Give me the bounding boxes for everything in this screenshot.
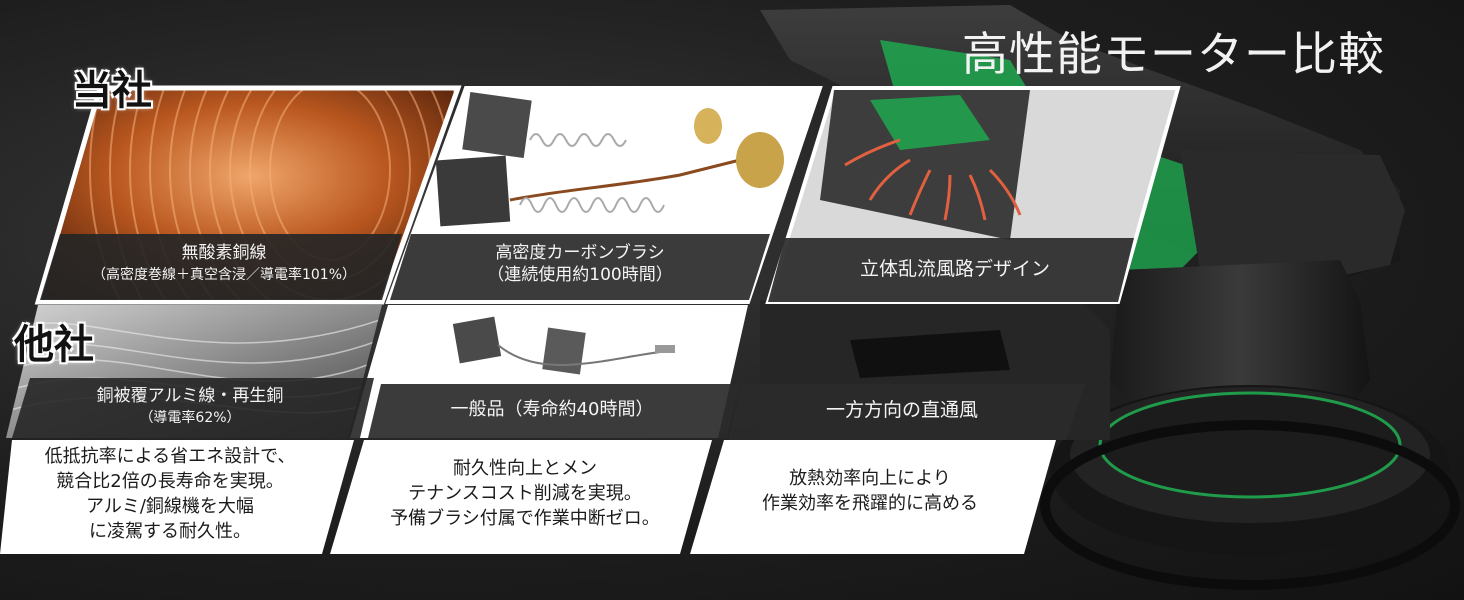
- ours-col2-label: 高密度カーボンブラシ （連続使用約100時間）: [487, 243, 673, 285]
- label-bar-ours-2: [390, 234, 770, 300]
- desc-panel-2: [330, 440, 712, 554]
- theirs-col1-label: 銅被覆アルミ線・再生銅 （導電率62%）: [96, 386, 284, 426]
- description-col1: 低抵抗率による省エネ設計で、 競合比2倍の長寿命を実現。 アルミ/銅線機を大幅 …: [44, 446, 296, 542]
- theirs-col2-label: 一般品（寿命約40時間）: [450, 399, 654, 420]
- label-bar-ours-3: [768, 238, 1134, 302]
- theirs-col3-label: 一方方向の直通風: [825, 399, 978, 421]
- label-bar-theirs-2: [368, 384, 740, 438]
- label-bar-theirs-3: [728, 384, 1085, 440]
- description-col3: 放熱効率向上により 作業効率を飛躍的に高める: [762, 468, 978, 514]
- label-bar-ours-1: [40, 234, 402, 300]
- brand-ours-heading: 当社: [72, 68, 152, 114]
- ours-col3-label: 立体乱流風路デザイン: [859, 258, 1050, 280]
- desc-panel-1: [0, 440, 354, 554]
- desc-panel-3: [690, 440, 1056, 554]
- ours-col1-label: 無酸素銅線 （高密度巻線＋真空含浸／導電率101%）: [91, 243, 357, 283]
- page-title: 高性能モーター比較: [962, 27, 1385, 81]
- label-bar-theirs-1: [12, 378, 374, 438]
- brand-theirs-heading: 他社: [14, 322, 94, 368]
- description-col2: 耐久性向上とメン テナンスコスト削減を実現。 予備ブラシ付属で作業中断ゼロ。: [390, 458, 660, 529]
